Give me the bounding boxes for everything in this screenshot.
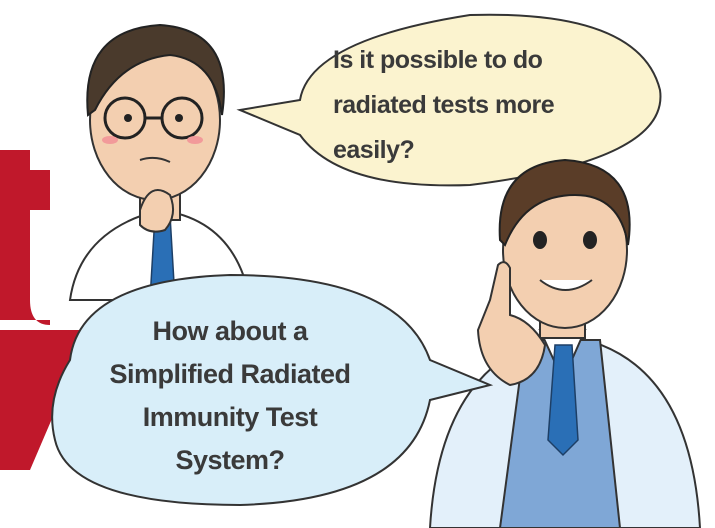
thinking-man-icon bbox=[68, 23, 252, 301]
answer-speech-bubble bbox=[51, 273, 494, 507]
question-line: radiated tests more bbox=[333, 91, 555, 119]
red-letter-t bbox=[0, 150, 50, 325]
question-text: Is it possible to do radiated tests more… bbox=[333, 38, 623, 173]
answer-line: Simplified Radiated bbox=[109, 359, 351, 389]
question-speech-bubble bbox=[236, 13, 662, 187]
question-line: easily? bbox=[333, 136, 415, 164]
answer-line: System? bbox=[175, 445, 285, 475]
pointing-man-icon bbox=[428, 158, 702, 528]
answer-text: How about a Simplified Radiated Immunity… bbox=[70, 310, 390, 482]
answer-line: Immunity Test bbox=[142, 402, 318, 432]
question-line: Is it possible to do bbox=[333, 46, 543, 74]
answer-line: How about a bbox=[152, 316, 309, 346]
